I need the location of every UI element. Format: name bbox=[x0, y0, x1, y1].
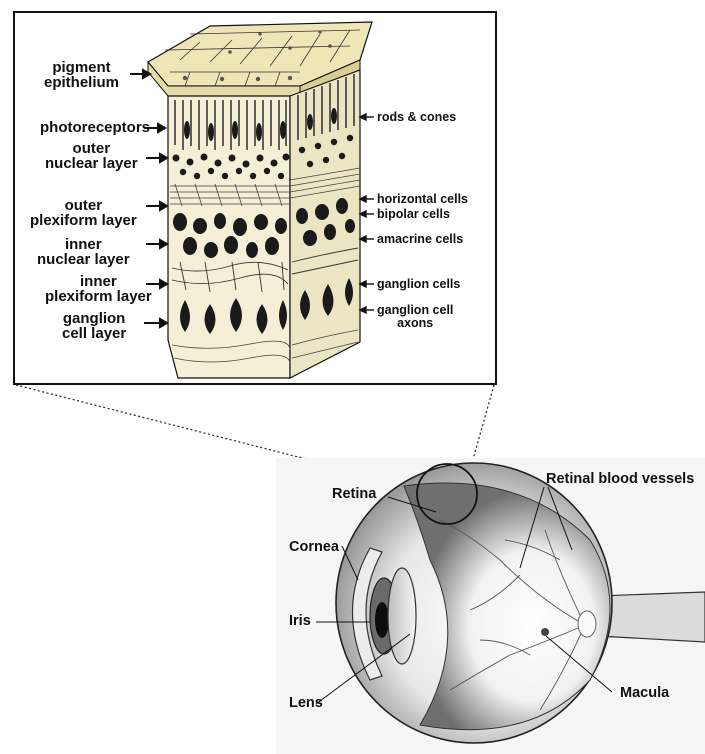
label-retina: Retina bbox=[332, 487, 376, 502]
label-inner-nuclear-layer: inner nuclear layer bbox=[37, 237, 130, 267]
label-line: nuclear layer bbox=[45, 156, 138, 171]
label-lens: Lens bbox=[289, 696, 323, 711]
label-line: outer bbox=[45, 141, 138, 156]
label-line: ganglion bbox=[62, 311, 126, 326]
label-line: axons bbox=[377, 317, 453, 330]
label-horizontal-cells: horizontal cells bbox=[377, 193, 468, 206]
label-line: bipolar cells bbox=[377, 208, 450, 221]
label-photoreceptors: photoreceptors bbox=[40, 120, 150, 135]
label-outer-nuclear-layer: outer nuclear layer bbox=[45, 141, 138, 171]
label-line: rods & cones bbox=[377, 111, 456, 124]
label-iris: Iris bbox=[289, 614, 311, 629]
label-line: outer bbox=[30, 198, 137, 213]
macula-spot bbox=[541, 628, 549, 636]
label-line: plexiform layer bbox=[45, 289, 152, 304]
label-line: cell layer bbox=[62, 326, 126, 341]
label-bipolar-cells: bipolar cells bbox=[377, 208, 450, 221]
label-line: pigment bbox=[44, 60, 119, 75]
lens-shape bbox=[388, 568, 416, 664]
label-ganglion-cells: ganglion cells bbox=[377, 278, 460, 291]
label-line: nuclear layer bbox=[37, 252, 130, 267]
label-ganglion-cell-layer: ganglion cell layer bbox=[62, 311, 126, 341]
label-ganglion-cell-axons: ganglion cell axons bbox=[377, 304, 453, 329]
label-retinal-blood-vessels: Retinal blood vessels bbox=[546, 472, 694, 487]
label-macula: Macula bbox=[620, 686, 669, 701]
label-inner-plexiform-layer: inner plexiform layer bbox=[45, 274, 152, 304]
label-rods-cones: rods & cones bbox=[377, 111, 456, 124]
label-line: epithelium bbox=[44, 75, 119, 90]
label-line: inner bbox=[45, 274, 152, 289]
label-line: inner bbox=[37, 237, 130, 252]
optic-nerve bbox=[598, 592, 705, 642]
label-line: ganglion cells bbox=[377, 278, 460, 291]
label-amacrine-cells: amacrine cells bbox=[377, 233, 463, 246]
label-line: horizontal cells bbox=[377, 193, 468, 206]
label-outer-plexiform-layer: outer plexiform layer bbox=[30, 198, 137, 228]
right-arrows bbox=[360, 114, 374, 313]
label-line: photoreceptors bbox=[40, 120, 150, 135]
label-line: ganglion cell bbox=[377, 304, 453, 317]
pupil-shape bbox=[375, 602, 389, 638]
eye-illustration bbox=[276, 458, 705, 754]
label-pigment-epithelium: pigment epithelium bbox=[44, 60, 119, 90]
label-line: plexiform layer bbox=[30, 213, 137, 228]
label-cornea: Cornea bbox=[289, 540, 339, 555]
label-line: amacrine cells bbox=[377, 233, 463, 246]
optic-disc bbox=[578, 611, 596, 637]
retina-block bbox=[148, 22, 372, 378]
